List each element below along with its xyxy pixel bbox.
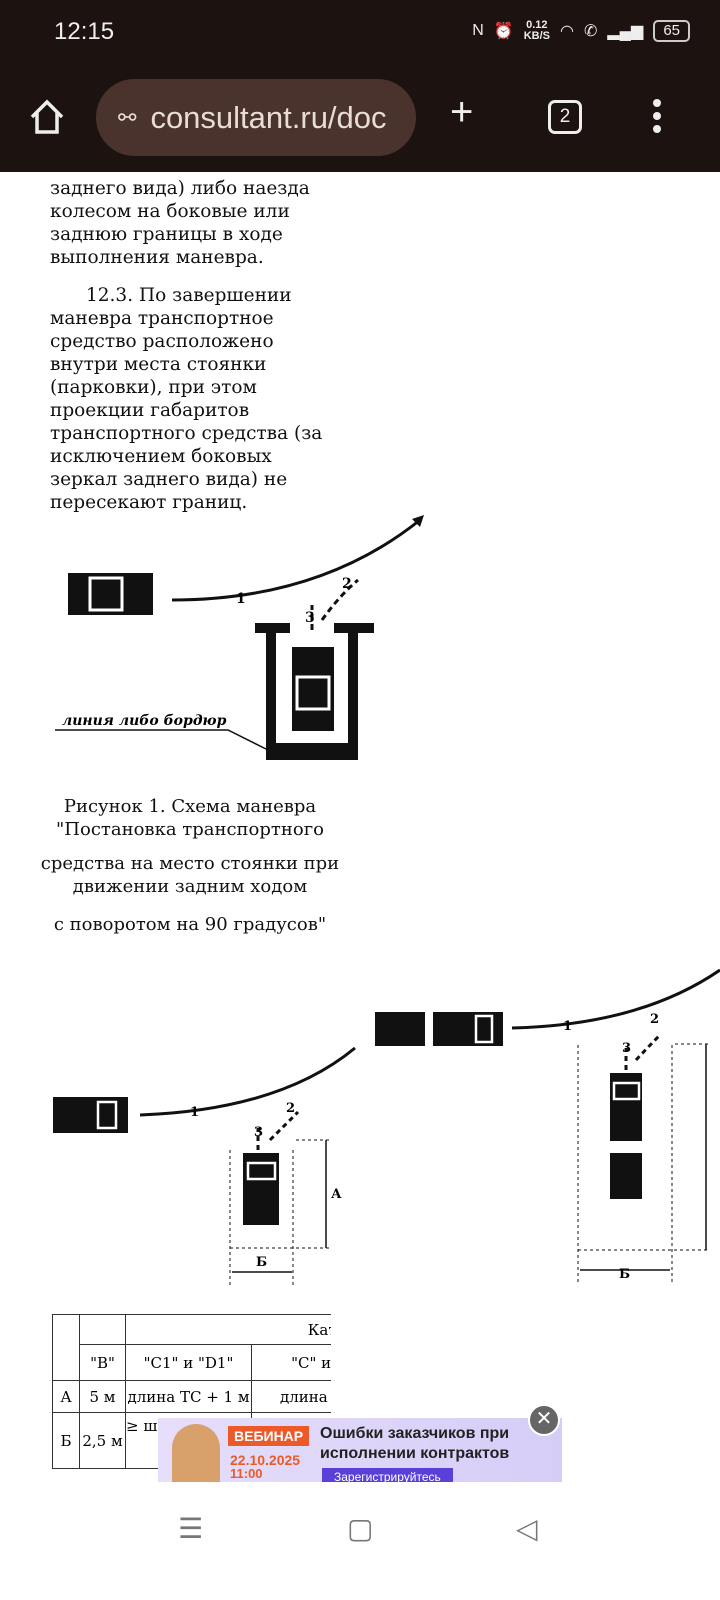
car-icon	[292, 647, 334, 731]
row-label: А	[52, 1380, 80, 1413]
address-bar[interactable]: ⚯ consultant.ru/doc	[96, 79, 416, 156]
presenter-photo	[172, 1424, 220, 1482]
close-ad-icon[interactable]: ✕	[528, 1404, 560, 1436]
signal-icon: ▂▄▆	[607, 23, 644, 40]
clock: 12:15	[54, 18, 115, 45]
table-header: "C" и "	[251, 1344, 331, 1381]
figure-caption: Рисунок 1. Схема маневра "Постановка тра…	[56, 796, 324, 840]
browser-toolbar: ⚯ consultant.ru/doc + 2	[0, 62, 720, 172]
ad-title: Ошибки заказчиков при исполнении контрак…	[320, 1425, 510, 1462]
label-2: 2	[286, 1101, 295, 1116]
ad-time: 11:00	[230, 1466, 263, 1481]
ad-banner[interactable]: ВЕБИНАР 22.10.2025 11:00 Ошибки заказчик…	[158, 1418, 562, 1482]
site-settings-icon[interactable]: ⚯	[118, 104, 137, 130]
path-1	[171, 518, 421, 602]
label-3: 3	[622, 1041, 631, 1056]
ad-badge: ВЕБИНАР	[228, 1426, 310, 1446]
home-nav-icon[interactable]: ▢	[347, 1512, 374, 1545]
paragraph: 12.3. По завершении маневра транспортное…	[50, 285, 323, 513]
dimension-b: Б	[256, 1255, 267, 1270]
table-cell: 5 м	[79, 1380, 126, 1413]
dimension-b: Б	[619, 1267, 630, 1282]
table-cell: длина ТС	[251, 1380, 331, 1413]
more-menu-icon[interactable]	[653, 99, 661, 138]
recents-icon[interactable]: ☰	[178, 1512, 204, 1545]
row-label: Б	[52, 1412, 80, 1469]
table-header: "В"	[79, 1344, 126, 1381]
paragraph: заднего вида) либо наезда колесом на бок…	[50, 178, 310, 268]
table-cell: длина ТС + 1 м	[125, 1380, 252, 1413]
label-2: 2	[650, 1012, 659, 1027]
nfc-icon: N	[472, 22, 484, 39]
label-3: 3	[305, 610, 315, 626]
wifi-call-icon: ✆	[583, 23, 598, 40]
ad-register-button[interactable]: Зарегистрируйтесь	[322, 1468, 453, 1482]
ad-date: 22.10.2025	[230, 1452, 301, 1468]
table-header: "C1" и "D1"	[125, 1344, 252, 1381]
new-tab-icon[interactable]: +	[450, 90, 474, 134]
battery-icon: 65	[653, 20, 690, 42]
figure-2-diagram: 1 2 3 А Б 1 2 3 Б	[53, 968, 720, 1285]
table-cell: 2,5 м	[79, 1412, 126, 1469]
alarm-icon: ⏰	[493, 23, 514, 40]
table-header-group: Категори	[125, 1314, 331, 1345]
path-1	[139, 1046, 356, 1117]
wifi-icon: ◠	[559, 23, 574, 40]
back-icon[interactable]: ◁	[516, 1512, 538, 1545]
navigation-bar: ☰ ▢ ◁	[0, 1482, 720, 1600]
table-corner	[52, 1314, 80, 1381]
truck-icon	[375, 1012, 425, 1046]
figure-caption: средства на место стоянки при движении з…	[40, 853, 340, 897]
curb-label: линия либо бордюр	[62, 713, 227, 729]
car-icon	[68, 573, 153, 615]
url-text: consultant.ru/doc	[150, 99, 387, 135]
figure-1-diagram: 1 2 3 линия либо бордюр	[55, 515, 424, 760]
label-3: 3	[254, 1125, 263, 1140]
speed-value: 0.12	[526, 19, 548, 31]
home-icon[interactable]	[28, 98, 66, 136]
label-1: 1	[563, 1019, 572, 1034]
dimension-a: А	[331, 1187, 342, 1202]
speed-unit: KB/S	[523, 30, 550, 42]
label-2: 2	[342, 576, 352, 592]
path-2	[320, 578, 359, 621]
parking-space	[255, 623, 374, 760]
truck-icon	[610, 1073, 642, 1141]
label-1: 1	[236, 591, 246, 607]
label-1: 1	[190, 1105, 199, 1120]
figure-caption: с поворотом на 90 градусов"	[53, 914, 327, 935]
tab-switcher-button[interactable]: 2	[548, 100, 582, 134]
